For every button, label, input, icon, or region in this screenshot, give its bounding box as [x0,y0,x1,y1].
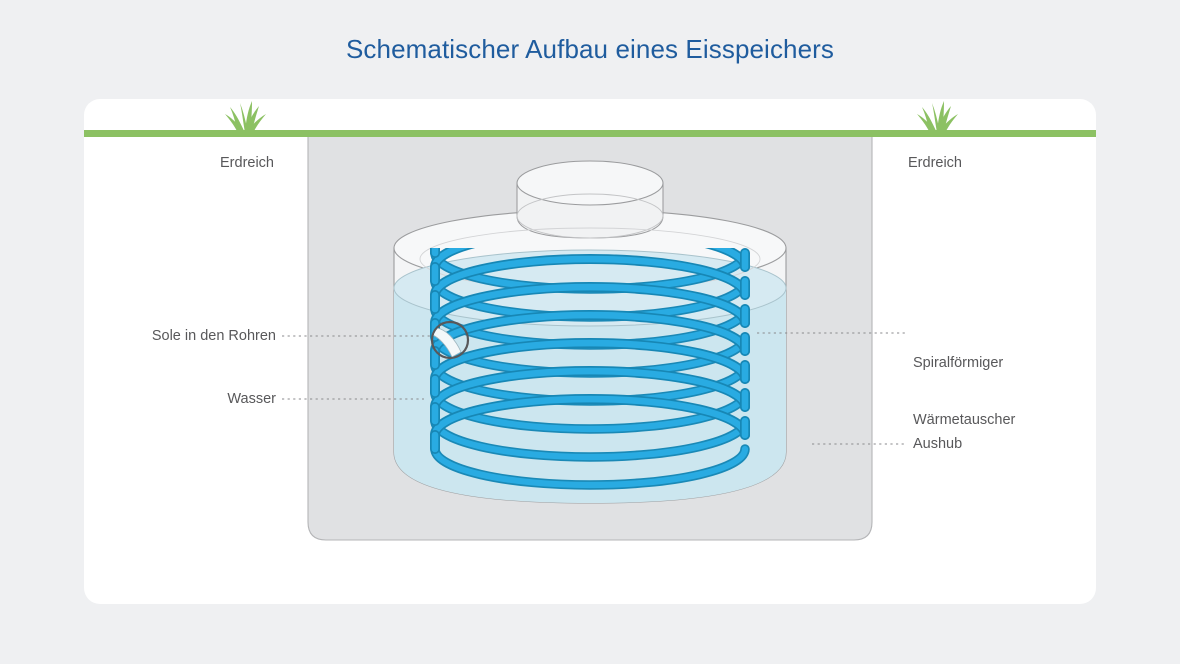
ground-surface [84,101,1096,137]
label-sole-in-den-rohren: Sole in den Rohren [151,328,276,344]
label-spiral-line1: Spiralförmiger [913,355,1004,371]
label-erdreich-right: Erdreich [908,155,962,171]
grass-tuft-left [225,101,266,133]
label-aushub: Aushub [913,436,963,452]
label-wasser: Wasser [227,391,276,407]
grass-tuft-right [917,101,958,133]
ground-line [84,130,1096,137]
access-shaft [516,160,664,239]
page-title: Schematischer Aufbau eines Eisspeichers [345,34,835,64]
label-erdreich-left: Erdreich [220,155,274,171]
leader-lines [282,332,906,445]
brine-detail-callout [430,320,470,360]
label-spiralfoermiger-waermetauscher: Spiralförmiger Wärmetauscher [913,316,1113,468]
label-spiral-line2: Wärmetauscher [913,412,1016,428]
